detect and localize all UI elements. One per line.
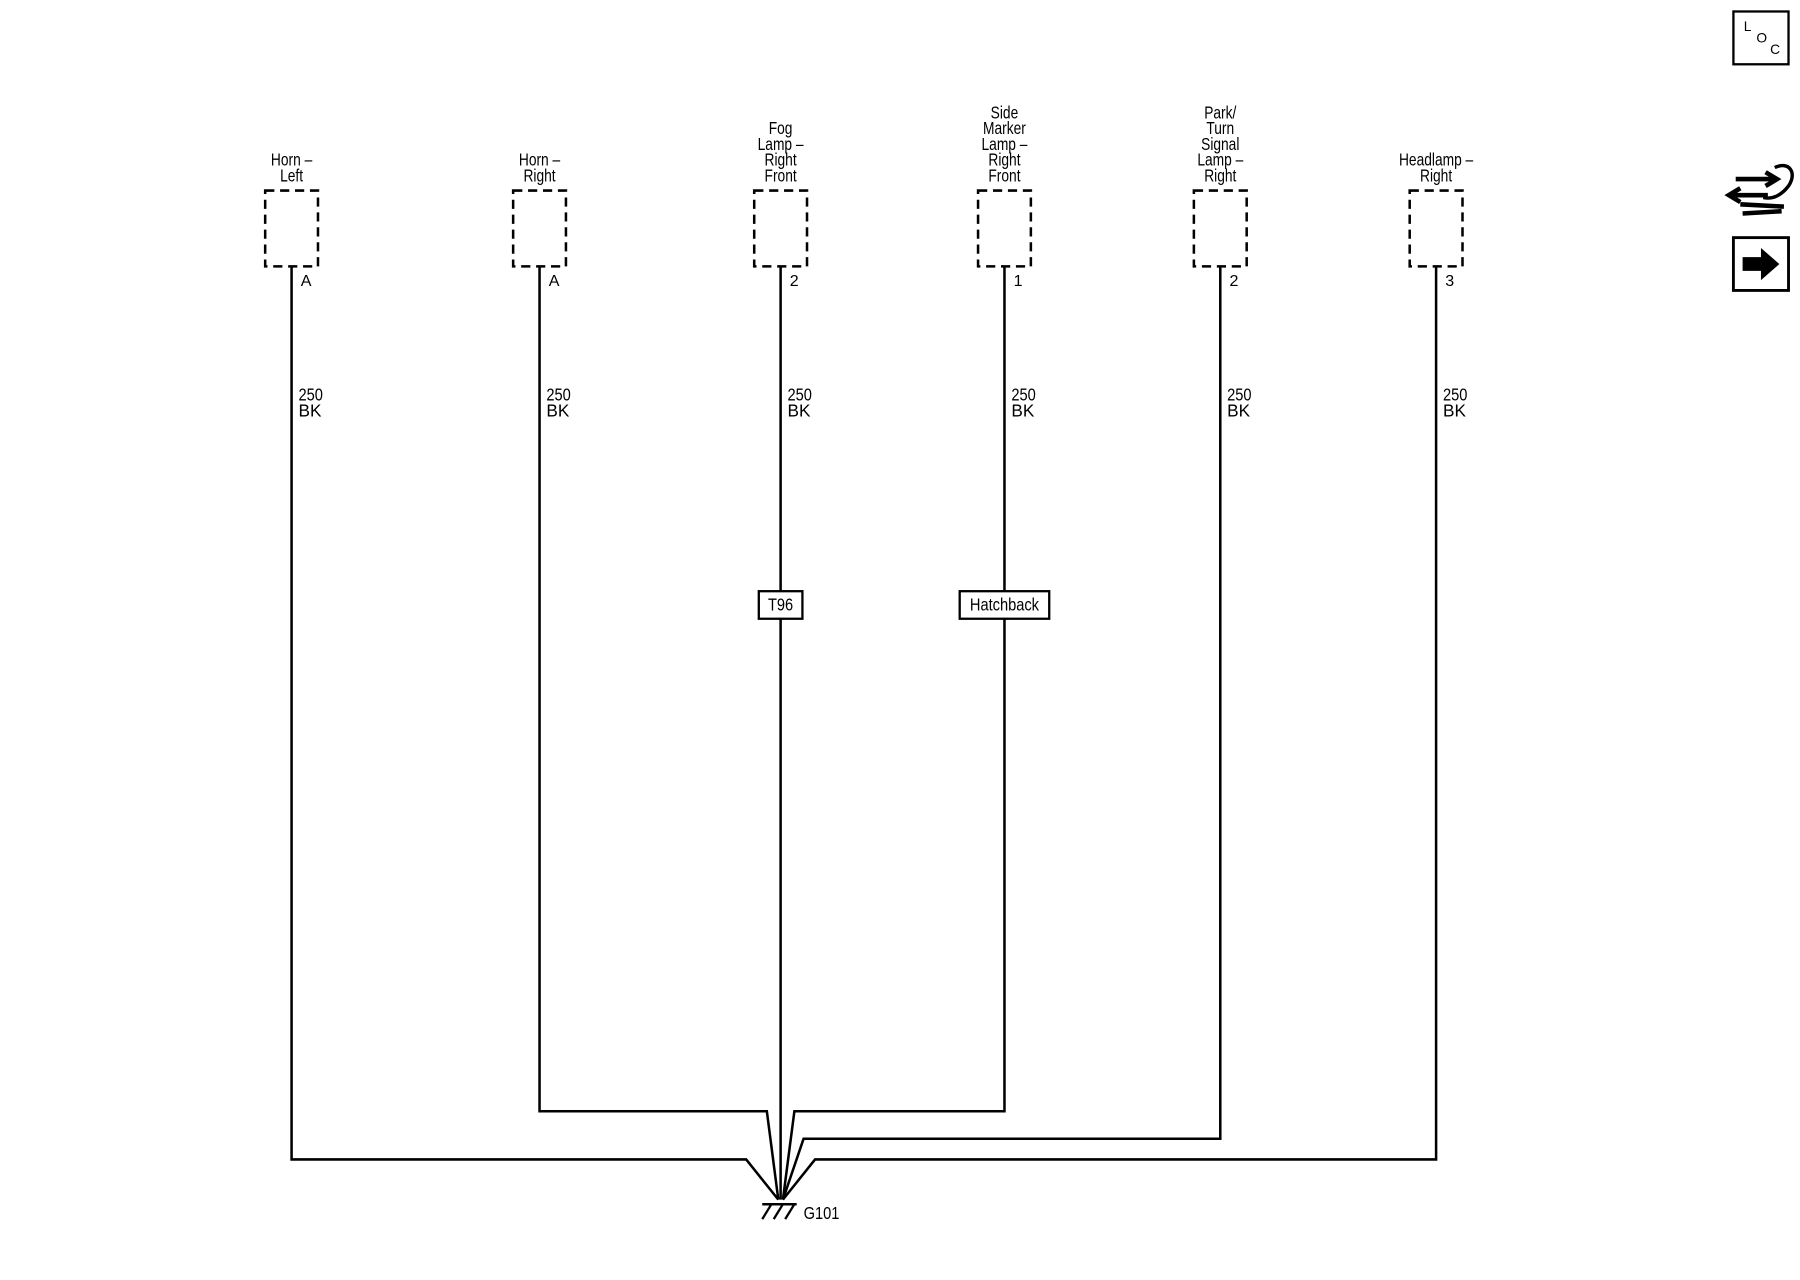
next-arrow-shape xyxy=(1742,247,1780,281)
tool-arrow-top xyxy=(1735,170,1782,188)
option-frame xyxy=(958,590,1051,620)
option-label: T96 xyxy=(768,597,793,615)
wire-color-label: BK xyxy=(1443,401,1466,421)
component-label-line: Fog xyxy=(769,120,793,139)
wire-side-marker-lamp-right-front xyxy=(781,266,1006,1200)
ground-hatch xyxy=(784,1203,796,1220)
wire-headlamp-right xyxy=(781,266,1438,1201)
ground-hatch xyxy=(772,1203,784,1220)
pin-label: 2 xyxy=(790,272,799,290)
wire-gauge-label: 250 xyxy=(1227,387,1252,405)
next-arrow-icon[interactable] xyxy=(1731,236,1790,292)
side-icons: LOC xyxy=(1724,10,1794,292)
component-label-line: Left xyxy=(280,167,304,186)
wire-color-label: BK xyxy=(1011,401,1034,421)
wire-gauge-label: 250 xyxy=(1443,387,1468,405)
component-label-line: Headlamp – xyxy=(1399,151,1474,170)
wire-color-label: BK xyxy=(546,401,569,421)
component-label-line: Right xyxy=(765,151,798,170)
wire-gauge-label: 250 xyxy=(298,387,323,405)
tool-wrench-handle xyxy=(1740,202,1785,216)
connector-tool-icon[interactable] xyxy=(1724,163,1794,216)
wire-horn-left xyxy=(290,266,780,1201)
loc-icon-letter: O xyxy=(1756,30,1767,45)
ground-g101: G101 xyxy=(761,1202,840,1223)
component-label-line: Lamp – xyxy=(758,136,804,155)
connector-box xyxy=(1192,189,1248,268)
pin-label: 2 xyxy=(1229,272,1238,290)
component-label-line: Park/ xyxy=(1204,104,1237,123)
connector-box xyxy=(976,189,1033,268)
component-label-line: Right xyxy=(988,151,1021,170)
component-label-line: Right xyxy=(1420,167,1453,186)
ground-label: G101 xyxy=(804,1205,840,1223)
wire-horn-right xyxy=(538,266,780,1200)
wire-gauge-label: 250 xyxy=(1011,387,1036,405)
pin-label: A xyxy=(549,272,560,290)
option-box-fog-lamp-right-front: T96 xyxy=(757,590,804,620)
pin-label: 1 xyxy=(1014,272,1023,290)
connector-box xyxy=(263,189,320,268)
loc-icon[interactable]: LOC xyxy=(1732,10,1790,66)
pin-label: 3 xyxy=(1445,272,1454,290)
loc-icon-frame xyxy=(1732,10,1790,66)
tool-arrow-bottom xyxy=(1724,186,1768,205)
wire-color-label: BK xyxy=(1227,401,1250,421)
wire-gauge-label: 250 xyxy=(788,387,813,405)
ground-hatch xyxy=(761,1203,773,1220)
option-frame xyxy=(757,590,804,620)
component-label-line: Right xyxy=(1204,167,1237,186)
component-label-line: Horn – xyxy=(519,151,561,170)
component-label-line: Front xyxy=(765,167,798,186)
component-label-line: Horn – xyxy=(271,151,313,170)
component-label-line: Front xyxy=(988,167,1021,186)
loc-icon-letter: L xyxy=(1744,19,1752,34)
connector-box xyxy=(1408,189,1464,268)
pin-label: A xyxy=(301,272,312,290)
wire-color-label: BK xyxy=(788,401,811,421)
component-label-line: Marker xyxy=(983,120,1026,139)
connector-box xyxy=(752,189,809,268)
tool-wrench-head xyxy=(1762,163,1794,200)
component-label-line: Lamp – xyxy=(1197,151,1243,170)
component-label-line: Turn xyxy=(1206,120,1234,139)
component-label-line: Signal xyxy=(1201,136,1239,155)
component-label-line: Right xyxy=(523,167,556,186)
wire-gauge-label: 250 xyxy=(546,387,571,405)
connector-box xyxy=(511,189,568,268)
component-label-line: Lamp – xyxy=(982,136,1028,155)
component-label-line: Side xyxy=(991,104,1019,123)
option-box-side-marker-lamp-right-front: Hatchback xyxy=(958,590,1051,620)
wires-layer xyxy=(290,266,1438,1201)
option-label: Hatchback xyxy=(970,597,1039,615)
wire-park-turn-signal-lamp-right xyxy=(781,266,1222,1201)
wire-color-label: BK xyxy=(298,401,321,421)
loc-icon-letter: C xyxy=(1770,42,1780,57)
